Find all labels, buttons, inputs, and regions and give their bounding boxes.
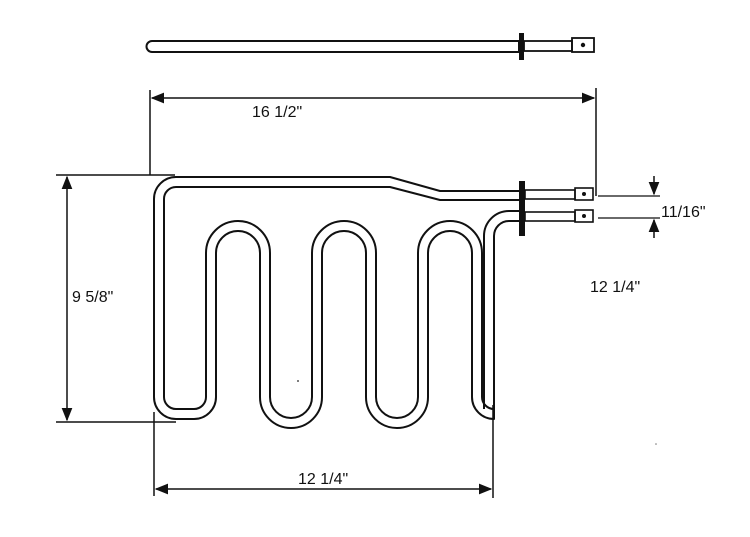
bottom-width-label: 12 1/4" [298,471,348,488]
bottom-width-dimension: 12 1/4" [153,405,494,498]
serpentine-element [153,176,521,429]
scan-speck [297,380,299,382]
terminal-spacing-label: 11/16" [661,204,706,221]
side-view-element [145,33,595,60]
side-length-label: 12 1/4" [590,279,640,296]
terminal-spacing-dimension: 11/16" [598,176,706,238]
terminal-assembly [519,181,594,236]
scan-speck [655,443,657,445]
height-dimension: 9 5/8" [56,174,176,423]
overall-length-dimension: 16 1/2" [149,88,597,196]
overall-length-label: 16 1/2" [252,104,302,121]
height-label: 9 5/8" [72,289,113,306]
